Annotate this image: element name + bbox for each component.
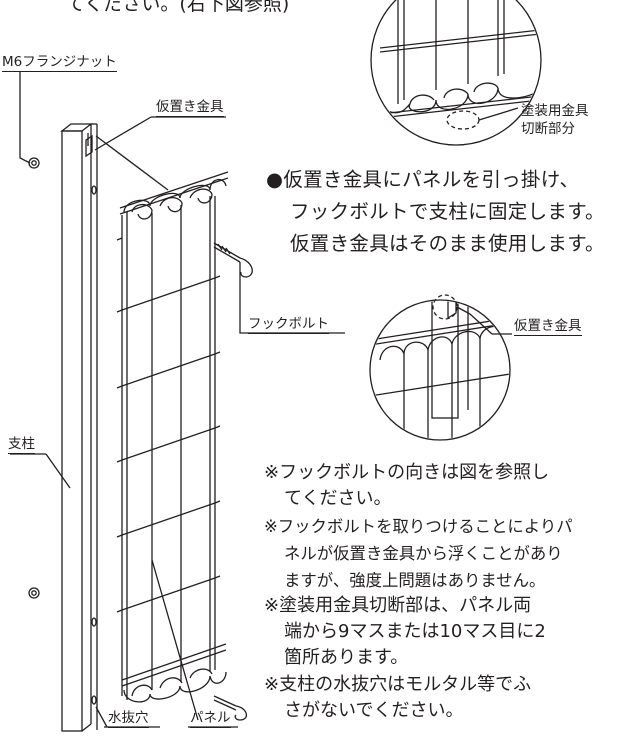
header-text: てください。(右下図参照) — [66, 0, 290, 15]
nut-leader — [19, 72, 31, 164]
hook-bolt-label: フックボルト — [248, 316, 329, 334]
post-label: 支柱 — [8, 436, 35, 454]
mesh-panel — [95, 135, 229, 703]
instruction-line-2: フックボルトで支柱に固定します。 — [290, 200, 605, 223]
nut-label: M6フランジナット — [2, 54, 117, 72]
temp-detail-label: 仮置き金具 — [514, 318, 582, 336]
cut-part-label-1: 塗装用金具 — [521, 103, 589, 119]
flange-nut-top — [28, 157, 40, 169]
panel-label: パネル — [190, 710, 231, 728]
bullet: ● — [266, 168, 284, 191]
temp-bracket-label: 仮置き金具 — [156, 99, 224, 117]
instruction-line-3: 仮置き金具はそのまま使用します。 — [290, 232, 605, 255]
post — [60, 123, 98, 732]
hook-bolt-bottom — [213, 695, 247, 721]
temp-bracket-leader — [94, 116, 152, 151]
detail-circle-cut — [370, 0, 542, 146]
note-1: ※フックボルトの向きは図を参照し てください。 — [264, 462, 550, 509]
detail-circle-bracket — [369, 294, 512, 441]
hook-bolt-top — [213, 242, 253, 278]
note-3: ※塗装用金具切断部は、パネル両 端から9マスまたは10マス目に2 箇所あります。 — [264, 595, 546, 668]
note-4: ※支柱の水抜穴はモルタル等でふ さがないでください。 — [264, 674, 532, 721]
flange-nut-bottom — [28, 587, 40, 599]
note-2: ※フックボルトを取りつけることによりパ ネルが仮置き金具から浮くことがあり ます… — [264, 517, 573, 590]
cut-part-label-2: 切断部分 — [521, 121, 575, 137]
instruction-line-1: ●仮置き金具にパネルを引っ掛け、 — [266, 168, 580, 191]
drain-hole-label: 水抜穴 — [108, 710, 149, 728]
